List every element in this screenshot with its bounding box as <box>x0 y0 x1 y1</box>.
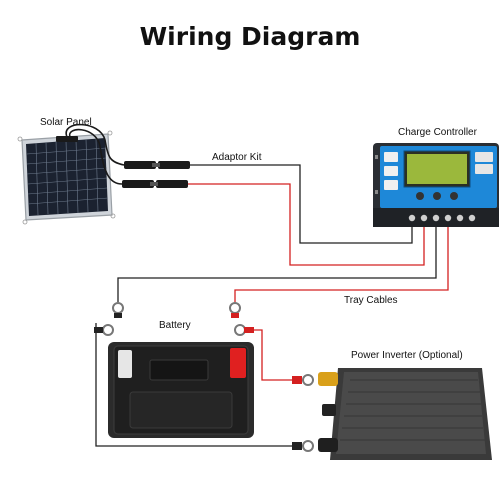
panel-lead-cables <box>65 123 125 185</box>
power-inverter-label: Power Inverter (Optional) <box>351 350 463 361</box>
inverter-ring-terminals <box>292 374 314 452</box>
adaptor-kit-label: Adaptor Kit <box>212 152 262 163</box>
battery-icon <box>108 342 254 438</box>
solar-panel-icon <box>17 130 116 225</box>
inverter-cables <box>254 329 294 381</box>
tray-cables-label: Tray Cables <box>344 295 398 306</box>
charge-controller-icon <box>373 143 499 227</box>
diagram-title: Wiring Diagram <box>139 22 361 51</box>
mc4-connector-icon <box>122 161 190 188</box>
power-inverter-icon <box>318 368 492 460</box>
charge-controller-label: Charge Controller <box>398 127 477 138</box>
ring-terminal-icon <box>94 302 254 336</box>
battery-label: Battery <box>159 320 191 331</box>
solar-panel-label: Solar Panel <box>40 117 92 128</box>
tray-cables <box>95 225 449 447</box>
adaptor-kit-wires <box>188 164 425 266</box>
